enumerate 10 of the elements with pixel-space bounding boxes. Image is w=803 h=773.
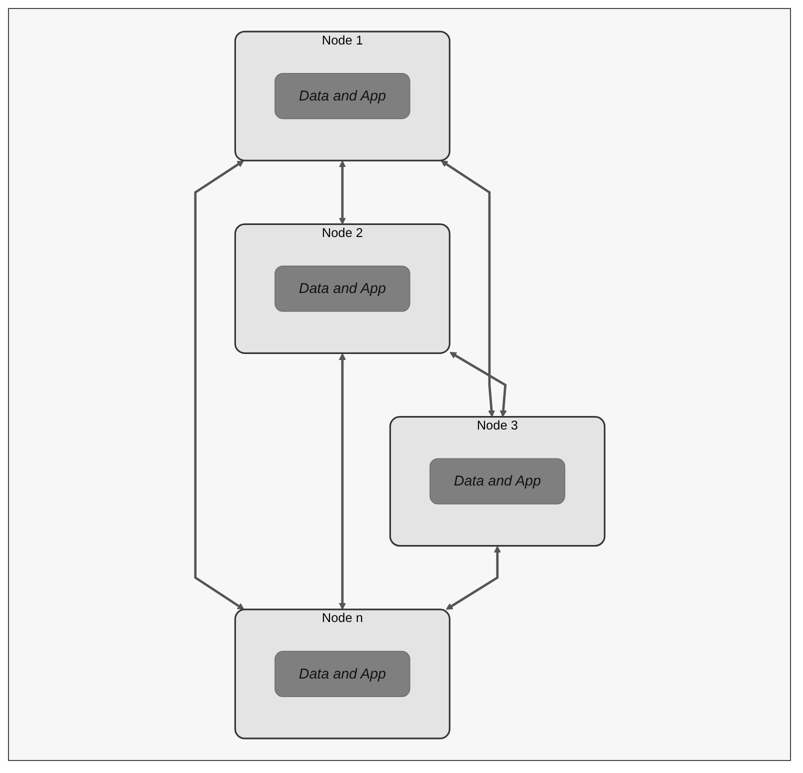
arrow bbox=[449, 351, 506, 417]
arrow bbox=[338, 160, 346, 224]
arrow bbox=[194, 160, 244, 610]
arrow bbox=[440, 160, 495, 417]
arrow bbox=[338, 352, 346, 610]
node-box: Data and App bbox=[429, 458, 565, 504]
node-box: Data and App bbox=[274, 650, 410, 697]
node-box: Data and App bbox=[274, 265, 410, 312]
node-box: Data and App bbox=[274, 72, 410, 119]
arrow bbox=[445, 545, 500, 610]
